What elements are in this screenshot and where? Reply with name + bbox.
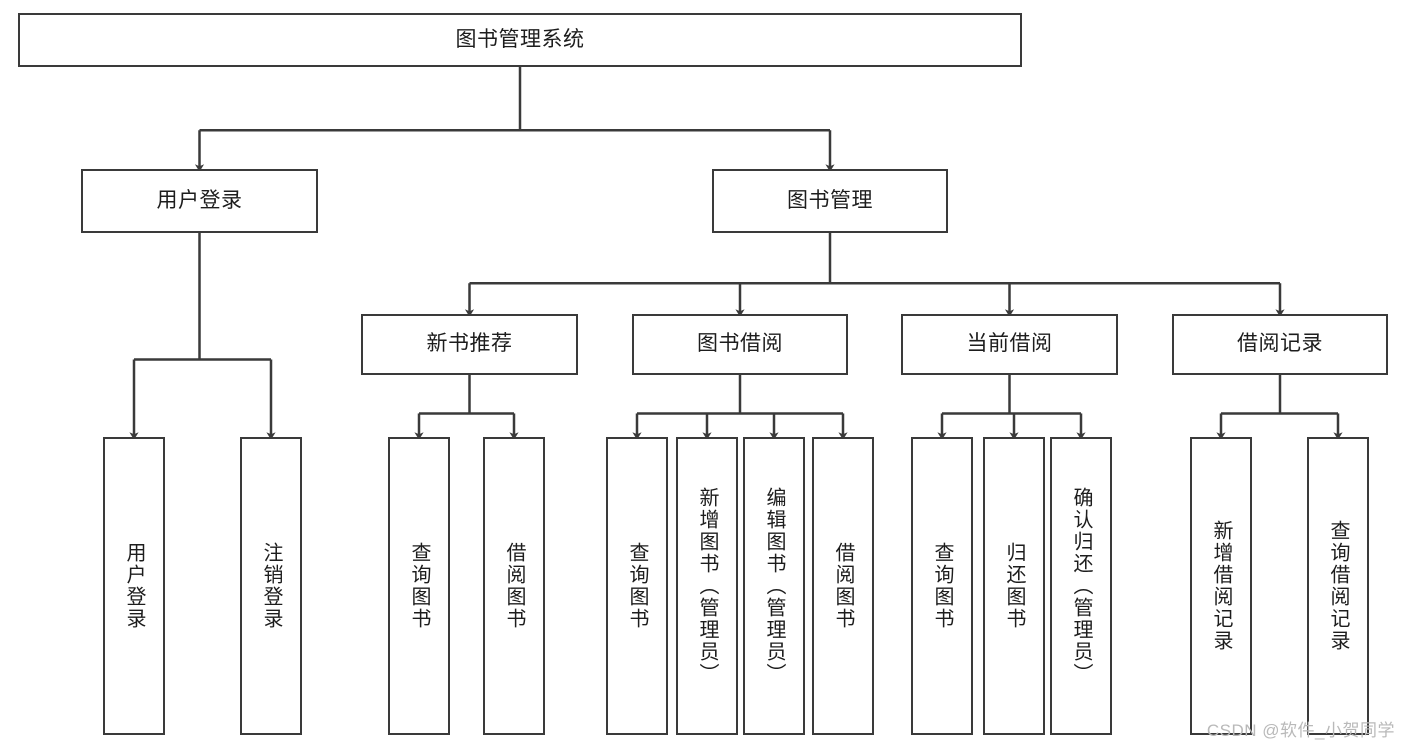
node-new-book-recommend[interactable]: 新书推荐 [361,314,578,375]
node-leaf-add-borrow-record[interactable]: 新增借阅记录 [1190,437,1252,735]
node-leaf-query-book-recommend[interactable]: 查询图书 [388,437,450,735]
node-leaf-edit-book-admin[interactable]: 编辑图书（管理员） [743,437,805,735]
node-current-borrow[interactable]: 当前借阅 [901,314,1118,375]
node-label-leaf-borrow-book-borrow: 借阅图书 [832,542,854,630]
node-leaf-borrow-book-recommend[interactable]: 借阅图书 [483,437,545,735]
node-leaf-query-book-current[interactable]: 查询图书 [911,437,973,735]
node-leaf-user-login[interactable]: 用户登录 [103,437,165,735]
node-leaf-borrow-book-borrow[interactable]: 借阅图书 [812,437,874,735]
node-label-leaf-user-login: 用户登录 [123,542,145,630]
node-label-root: 图书管理系统 [455,27,585,51]
node-borrow-record[interactable]: 借阅记录 [1172,314,1388,375]
node-label-leaf-logout-login: 注销登录 [260,542,282,630]
node-leaf-query-borrow-record[interactable]: 查询借阅记录 [1307,437,1369,735]
node-label-leaf-query-book-recommend: 查询图书 [408,542,430,630]
node-label-leaf-confirm-return-admin: 确认归还（管理员） [1070,487,1092,685]
node-label-leaf-query-book-borrow: 查询图书 [626,542,648,630]
node-book-borrow[interactable]: 图书借阅 [632,314,848,375]
node-label-user-login: 用户登录 [156,188,243,212]
node-label-leaf-add-book-admin: 新增图书（管理员） [696,487,718,685]
node-label-leaf-edit-book-admin: 编辑图书（管理员） [763,487,785,685]
node-label-book-management: 图书管理 [787,188,873,212]
node-label-leaf-query-borrow-record: 查询借阅记录 [1327,520,1349,652]
node-book-management[interactable]: 图书管理 [712,169,948,233]
edge-group [129,67,1343,440]
node-label-leaf-add-borrow-record: 新增借阅记录 [1210,520,1232,652]
node-label-new-book-recommend: 新书推荐 [426,332,513,356]
watermark-text: CSDN @软件_小贺同学 [1206,721,1395,740]
node-leaf-logout-login[interactable]: 注销登录 [240,437,302,735]
node-leaf-return-book[interactable]: 归还图书 [983,437,1045,735]
node-leaf-query-book-borrow[interactable]: 查询图书 [606,437,668,735]
node-leaf-add-book-admin[interactable]: 新增图书（管理员） [676,437,738,735]
node-label-current-borrow: 当前借阅 [966,332,1053,356]
node-leaf-confirm-return-admin[interactable]: 确认归还（管理员） [1050,437,1112,735]
node-label-borrow-record: 借阅记录 [1237,332,1323,356]
node-root[interactable]: 图书管理系统 [18,13,1022,67]
node-label-leaf-borrow-book-recommend: 借阅图书 [503,542,525,630]
node-label-leaf-return-book: 归还图书 [1003,542,1025,630]
node-label-book-borrow: 图书借阅 [697,332,783,356]
node-user-login[interactable]: 用户登录 [81,169,318,233]
node-label-leaf-query-book-current: 查询图书 [931,542,953,630]
